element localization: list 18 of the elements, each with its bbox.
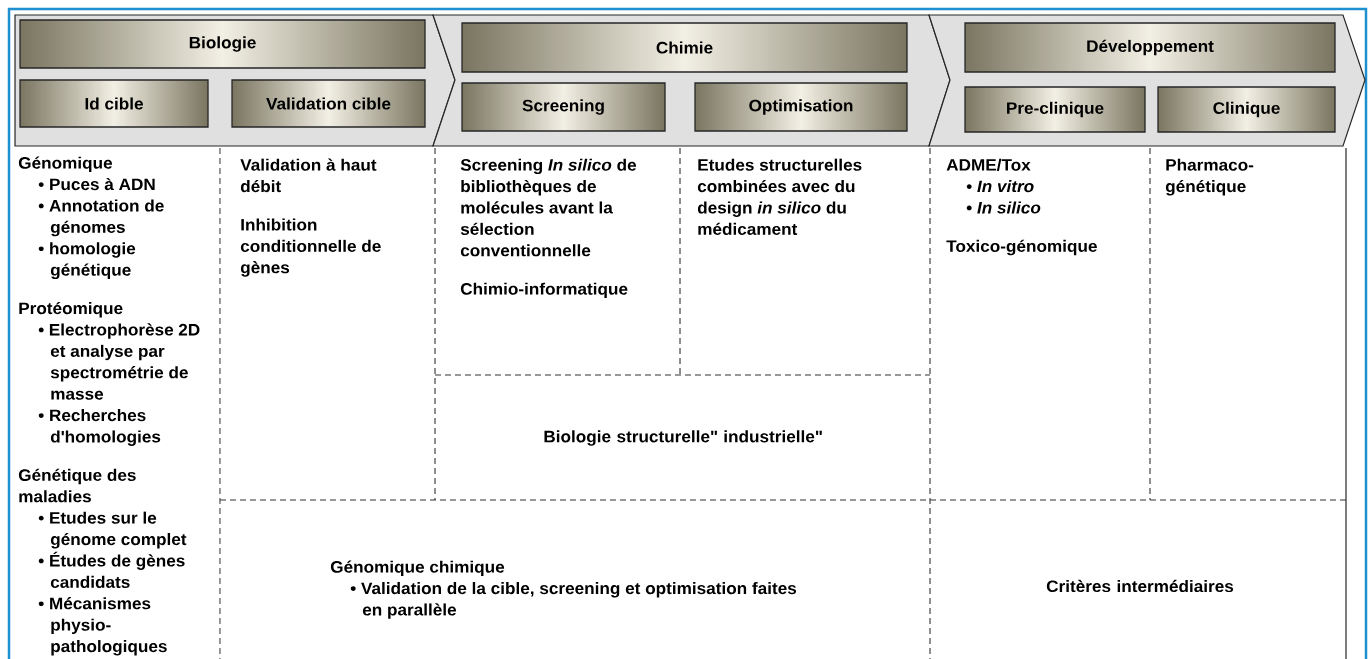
cell-text: Critères intermédiaires [1046, 579, 1234, 593]
cell-text: ADME/Tox • In vitro • In silico Toxico-génomique [946, 158, 1097, 256]
header-bar: Screening [461, 82, 666, 132]
header-bar: Chimie [461, 22, 908, 73]
header-bar: Validation cible [231, 79, 426, 128]
cell-text: Screening In silico de bibliothèques de molécules avant la sélection conventionnelle Chimio-informatique [460, 158, 637, 298]
header-bar: Biologie [19, 19, 426, 69]
cell-text: Génomique chimique • Validation de la cible, screening et optimisation faites en parallèle [330, 560, 797, 619]
header-bar: Id cible [19, 79, 209, 128]
cell-text: Etudes structurelles combinées avec du design in silico du médicament [697, 158, 862, 235]
header-bar: Optimisation [694, 82, 908, 132]
header-bar: Développement [964, 22, 1336, 73]
cell-text: Pharmaco-génétique [1165, 158, 1254, 196]
cell-text: Biologie structurelle" industrielle" [544, 430, 822, 446]
header-bar: Clinique [1157, 86, 1336, 133]
cell-text: Génomique • Puces à ADN • Annotation de génomes • homologie génétique Protéomique • Electrophorèse 2D et analyse par spectrométrie de masse • Recherches d'homologies Génétique des maladies • Etudes sur le génome complet • Études de gènes candidats • Mécanismes physio-pathologiques [18, 156, 200, 656]
header-bar: Pre-clinique [964, 86, 1146, 133]
cell-text: Validation à haut débit Inhibition conditionnelle de gènes [240, 158, 381, 277]
